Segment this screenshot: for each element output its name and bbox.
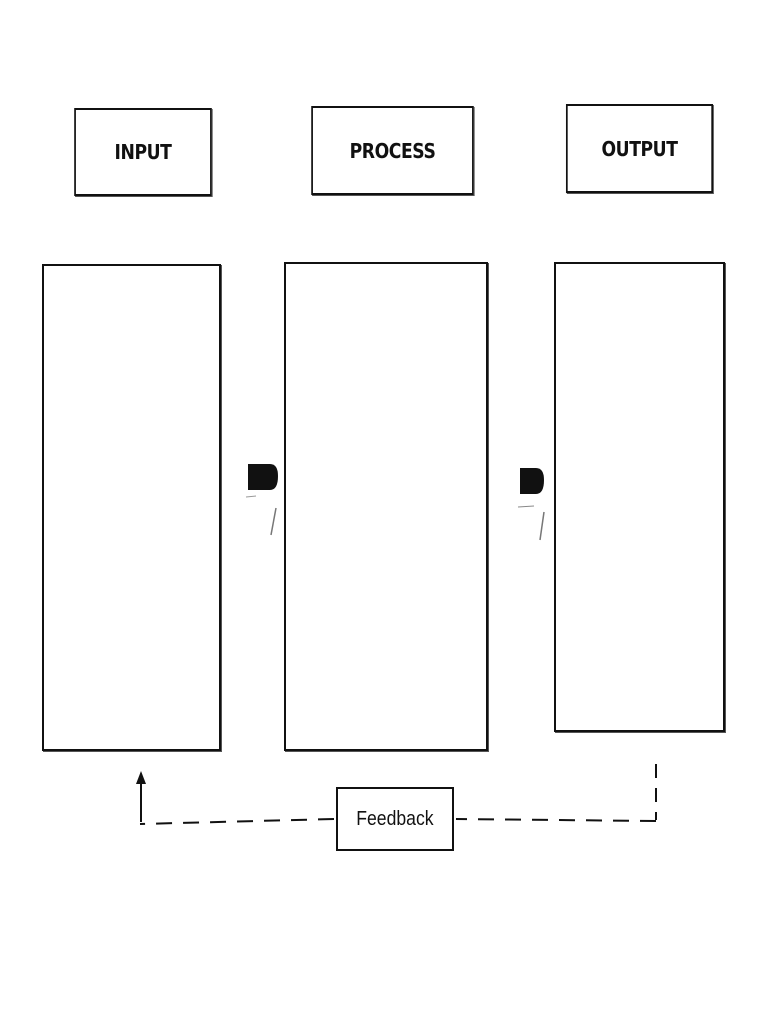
arrow-right-icon [517,468,545,541]
input-header-label: INPUT [114,140,172,164]
output-header-label: OUTPUT [601,136,678,161]
input-column-box[interactable] [42,264,221,751]
process-column-box[interactable] [284,262,488,751]
feedback-label: Feedback [356,807,434,830]
process-header: PROCESS [311,106,474,195]
process-header-label: PROCESS [349,138,436,163]
output-column-box[interactable] [554,262,725,732]
arrow-right-icon [245,464,278,536]
arrow-up-icon [136,771,146,784]
input-header: INPUT [74,108,212,196]
feedback-box: Feedback [336,787,454,851]
output-header: OUTPUT [565,104,714,193]
